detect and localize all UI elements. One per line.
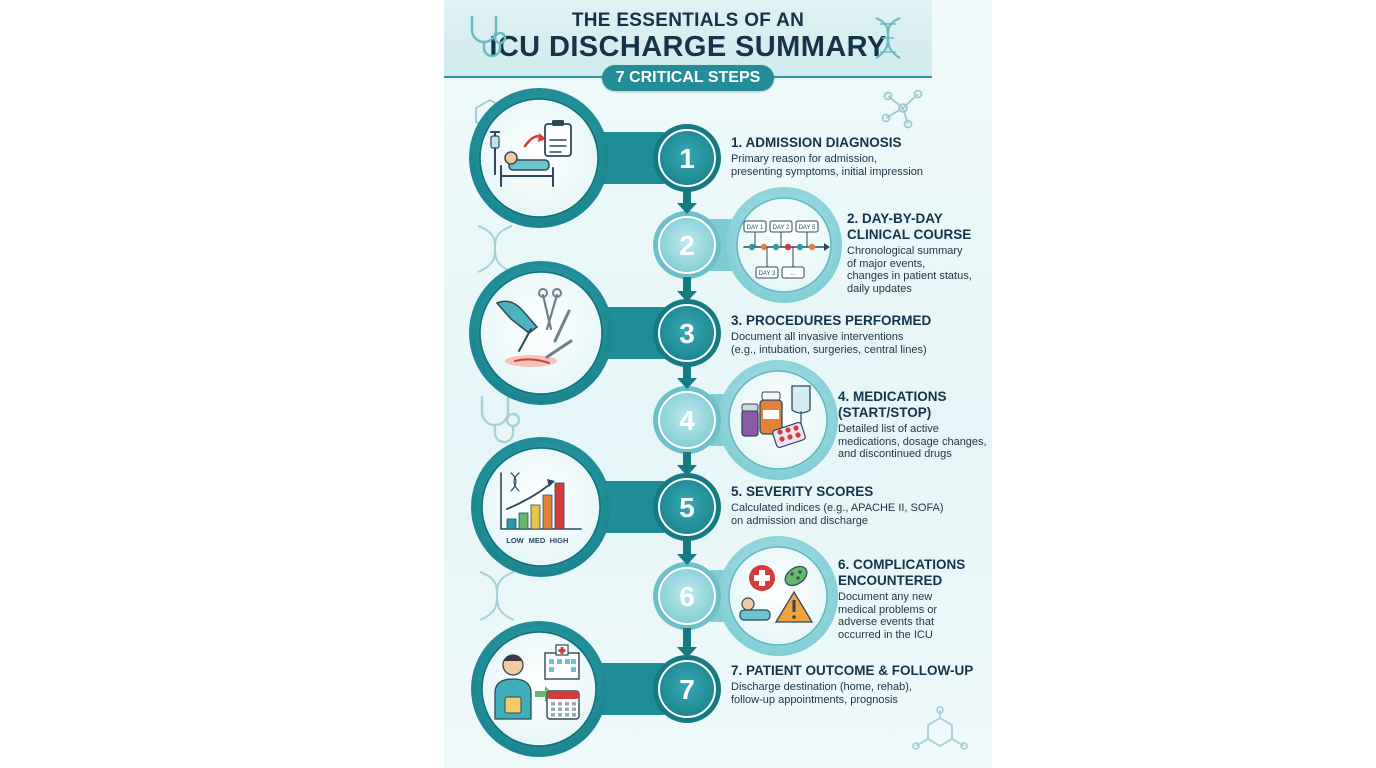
step-6-icon-disc	[728, 546, 828, 646]
flow-arrow-2-3	[677, 277, 697, 302]
step-7-title: 7. PATIENT OUTCOME & FOLLOW-UP	[731, 663, 974, 678]
infographic-poster: THE ESSENTIALS OF AN ICU DISCHARGE SUMMA…	[444, 0, 992, 768]
stethoscope-icon	[480, 396, 521, 444]
step-7-description: Discharge destination (home, rehab), fol…	[731, 681, 912, 706]
timeline-label: DAY 5	[799, 225, 816, 231]
step-4-title: 4. MEDICATIONS (START/STOP)	[838, 389, 947, 420]
timeline-label: DAY 1	[747, 225, 764, 231]
step-5-title: 5. SEVERITY SCORES	[731, 484, 874, 499]
title-line-2: ICU DISCHARGE SUMMARY	[489, 31, 887, 63]
patient-bed-clipboard-icon	[490, 120, 572, 187]
title-line-1: THE ESSENTIALS OF AN	[571, 10, 805, 31]
flow-arrow-1-2	[677, 190, 697, 214]
flow-arrow-3-4	[677, 365, 697, 389]
step-2-number: 2	[679, 230, 695, 261]
flow-arrow-5-6	[677, 539, 697, 565]
bar-chart-icon: LOW MED HIGH	[500, 472, 582, 545]
step-5-icon-disc	[481, 447, 601, 567]
step-4-number: 4	[679, 405, 695, 436]
step-4: 4. MEDICATIONS (START/STOP) Detailed lis…	[838, 389, 990, 461]
step-3-number: 3	[679, 318, 695, 349]
step-1-number: 1	[679, 143, 695, 174]
step-5-number: 5	[679, 492, 695, 523]
step-3: 3. PROCEDURES PERFORMED Document all inv…	[731, 313, 985, 356]
molecule-icon	[881, 89, 923, 129]
timeline-icon: DAY 1 DAY 2 DAY 5 DAY 3...	[743, 220, 830, 279]
stethoscope-icon	[470, 16, 507, 58]
step-3-title: 3. PROCEDURES PERFORMED	[731, 313, 932, 328]
step-6-description: Document any new medical problems or adv…	[838, 591, 938, 641]
step-3-description: Document all invasive interventions (e.g…	[731, 331, 927, 356]
step-6-title: 6. COMPLICATIONS ENCOUNTERED	[838, 557, 966, 588]
surgical-instruments-icon	[495, 288, 573, 367]
step-2-badge	[658, 216, 716, 274]
severity-label: LOW	[506, 536, 524, 545]
header-band	[444, 0, 932, 77]
steps-flow-diagram: 1 2 3 4 5 6 7 DAY 1 DAY 2 DAY 5 DAY 3... LOW MED HIG…	[469, 88, 842, 757]
step-5: 5. SEVERITY SCORES Calculated indices (e…	[731, 484, 981, 527]
timeline-label: DAY 2	[773, 225, 790, 231]
step-2-title: 2. DAY-BY-DAY CLINICAL COURSE	[847, 211, 972, 242]
molecule-icon	[912, 706, 968, 750]
step-7-number: 7	[679, 674, 695, 705]
step-1-description: Primary reason for admission, presenting…	[731, 153, 923, 178]
medications-icon	[741, 385, 811, 449]
step-6: 6. COMPLICATIONS ENCOUNTERED Document an…	[838, 557, 988, 641]
step-5-badge	[658, 478, 716, 536]
severity-label: MED	[529, 536, 546, 545]
step-7: 7. PATIENT OUTCOME & FOLLOW-UP Discharge…	[731, 663, 989, 706]
step-6-badge	[658, 567, 716, 625]
flow-arrow-6-7	[677, 628, 697, 658]
step-4-badge	[658, 391, 716, 449]
severity-label: HIGH	[550, 536, 569, 545]
step-7-badge	[658, 660, 716, 718]
step-1-badge	[658, 129, 716, 187]
step-3-badge	[658, 304, 716, 362]
step-6-number: 6	[679, 581, 695, 612]
step-2: 2. DAY-BY-DAY CLINICAL COURSE Chronologi…	[847, 211, 987, 295]
subtitle-pill: 7 CRITICAL STEPS	[602, 65, 774, 91]
dna-icon	[479, 571, 515, 621]
step-4-description: Detailed list of active medications, dos…	[838, 423, 987, 460]
step-1-title: 1. ADMISSION DIAGNOSIS	[731, 135, 902, 150]
flow-arrow-4-5	[677, 452, 697, 476]
timeline-label: ...	[790, 271, 795, 277]
complications-icon	[739, 565, 814, 623]
dna-icon	[875, 16, 901, 59]
step-1: 1. ADMISSION DIAGNOSIS Primary reason fo…	[731, 135, 981, 178]
dna-icon	[477, 225, 513, 273]
timeline-label: DAY 3	[759, 271, 776, 277]
doctor-hospital-calendar-icon	[494, 644, 580, 720]
step-1-icon-disc	[479, 98, 599, 218]
step-2-description: Chronological summary of major events, c…	[847, 245, 972, 295]
step-5-description: Calculated indices (e.g., APACHE II, SOF…	[731, 502, 944, 527]
